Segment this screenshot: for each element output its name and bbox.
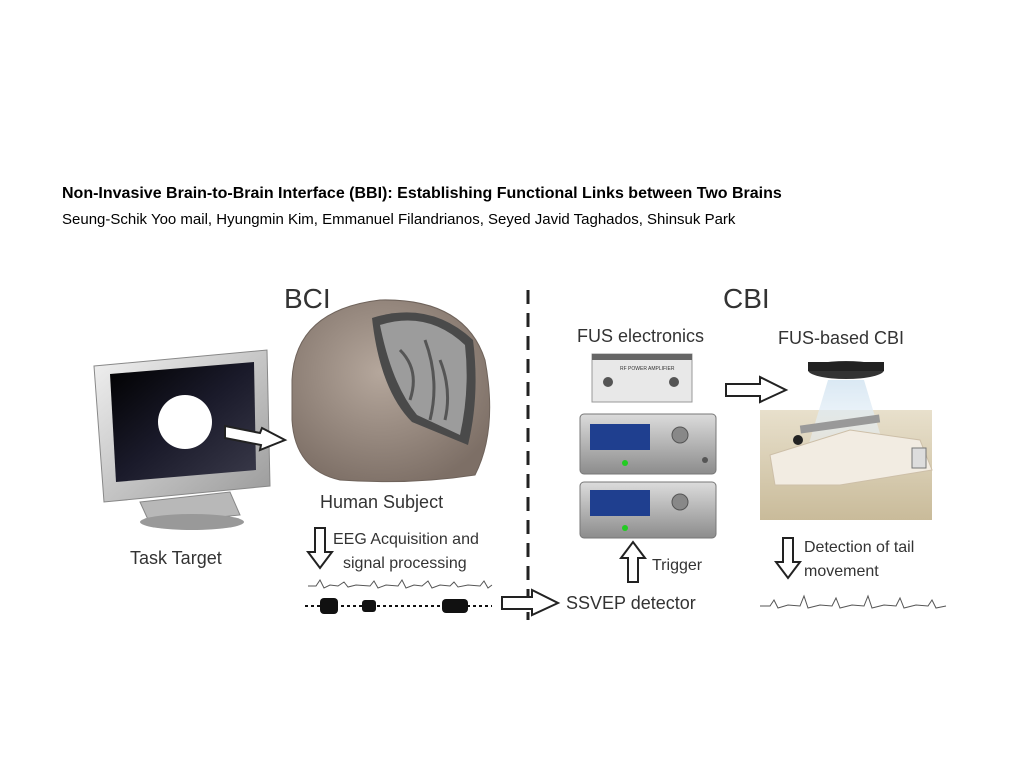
tail-label-line1: Detection of tail	[804, 539, 914, 556]
monitor-icon	[93, 349, 271, 530]
eeg-down-arrow-icon	[306, 527, 334, 570]
trigger-label: Trigger	[652, 557, 703, 574]
ssvep-label: SSVEP detector	[566, 593, 696, 613]
fus-cbi-label: FUS-based CBI	[778, 328, 904, 348]
arrow-to-head-icon	[224, 424, 288, 452]
eeg-trace	[308, 579, 493, 589]
trigger-up-arrow-icon	[619, 540, 647, 583]
bbi-figure: BCI CBI Task Target Human Subject EEG Ac…	[93, 283, 947, 620]
paper-authors: Seung-Schik Yoo mail, Hyungmin Kim, Emma…	[62, 211, 736, 228]
function-generator-2	[579, 481, 717, 539]
eeg-label-line1: EEG Acquisition and	[333, 531, 479, 548]
head-render-icon	[291, 299, 491, 483]
cbi-photo	[760, 361, 933, 520]
function-generator-1	[579, 413, 717, 475]
eeg-label-line2: signal processing	[343, 555, 467, 572]
arrow-to-ssvep-icon	[501, 588, 561, 617]
fus-electronics-label: FUS electronics	[577, 326, 704, 346]
cbi-heading: CBI	[723, 283, 770, 314]
tail-emg-trace	[760, 594, 947, 609]
task-target-label: Task Target	[130, 548, 222, 568]
bci-heading: BCI	[284, 283, 331, 314]
human-subject-label: Human Subject	[320, 492, 443, 512]
arrow-to-cbi-icon	[725, 375, 789, 404]
tail-down-arrow-icon	[774, 537, 802, 580]
paper-title: Non-Invasive Brain-to-Brain Interface (B…	[62, 185, 782, 202]
rf-amplifier-device: RF POWER AMPLIFIER	[591, 353, 693, 403]
ssvep-signal-trace	[305, 598, 492, 614]
tail-label-line2: movement	[804, 563, 879, 580]
amplifier-label: RF POWER AMPLIFIER	[620, 366, 675, 372]
